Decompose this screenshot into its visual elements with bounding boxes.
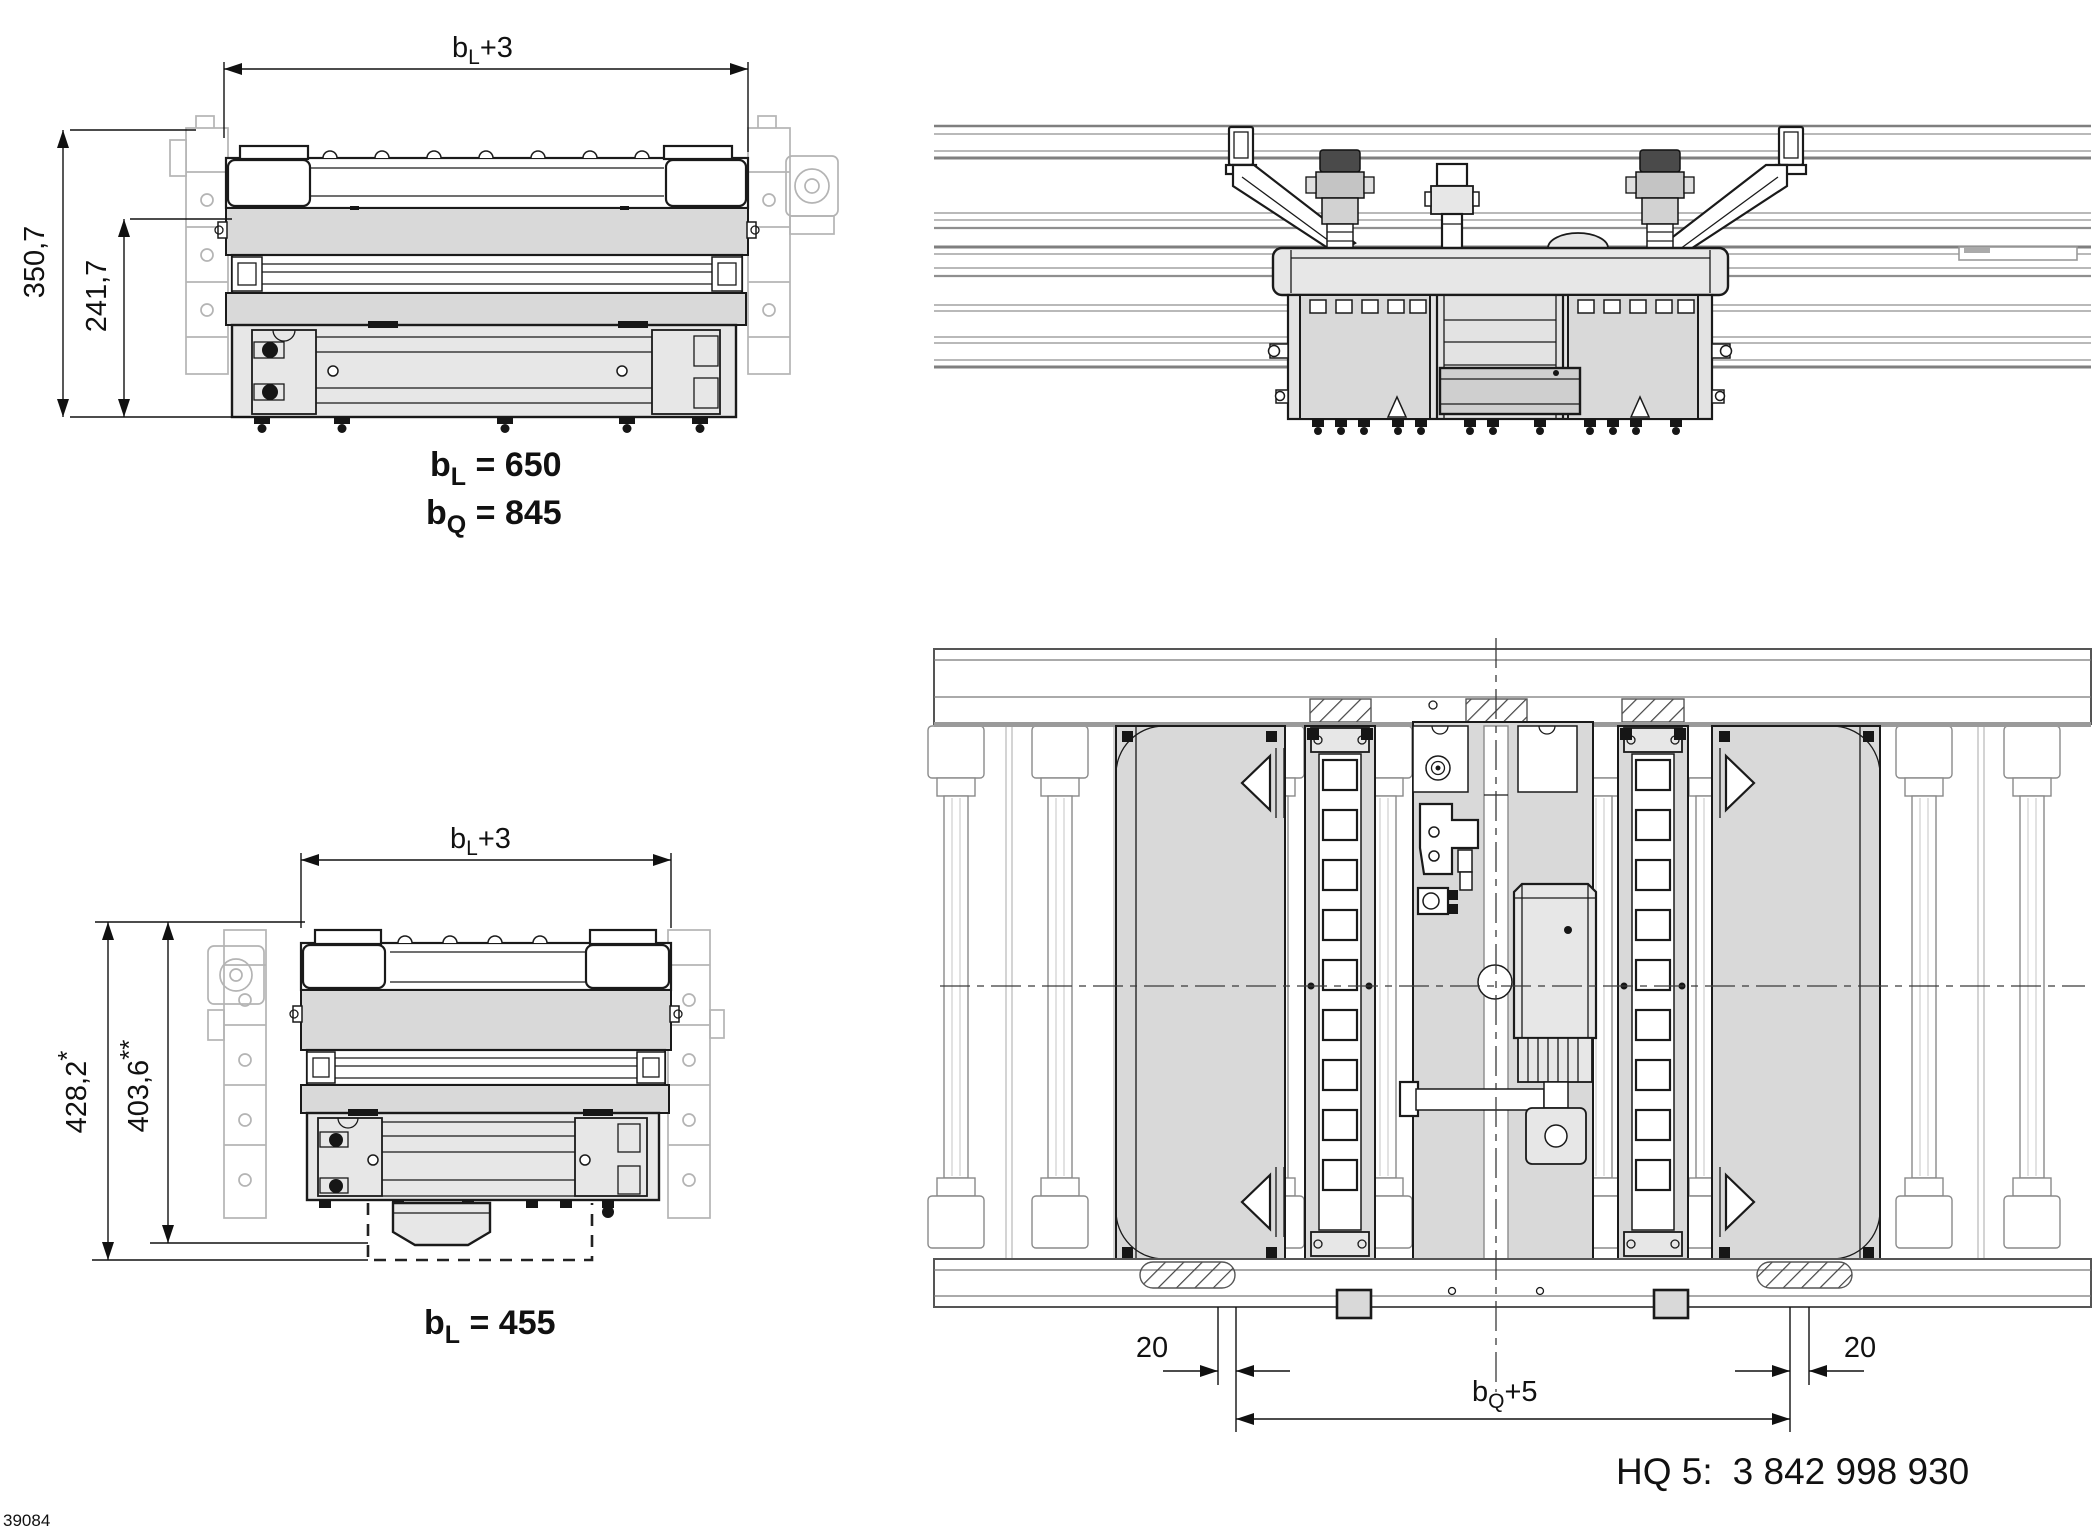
lift-unit-side xyxy=(1267,232,1733,435)
label-base: b xyxy=(426,494,447,532)
label-base: b xyxy=(424,1304,445,1342)
dim-bl3-text: bL+3 xyxy=(452,32,513,69)
unit-center-components xyxy=(1398,755,1598,1165)
label-rest: = 455 xyxy=(460,1304,555,1342)
front-view-650: bL+3 350,7 241,7 bL = 650 bQ = 845 xyxy=(19,32,839,539)
dim-footnote-mark: ** xyxy=(114,1040,144,1060)
dim-width-bl3-455: bL+3 xyxy=(300,823,672,928)
cross-rail-bottom xyxy=(933,1258,2092,1320)
centerlines xyxy=(940,638,2085,1392)
dim-241-7-text: 241,7 xyxy=(81,260,113,333)
dim-base: b xyxy=(450,823,466,855)
label-base: b xyxy=(430,446,451,484)
dim-height-350-7: 350,7 xyxy=(19,129,250,418)
dim-403-6-text: 403,6** xyxy=(114,1040,155,1133)
support-arms xyxy=(1231,163,1789,256)
dim-height-241-7: 241,7 xyxy=(81,218,232,417)
dim-width-bl3-650: bL+3 xyxy=(223,32,749,152)
center-sensor xyxy=(1424,162,1480,252)
dim-base: b xyxy=(452,32,468,64)
dim-base: b xyxy=(1472,1376,1488,1408)
label-sub: L xyxy=(451,463,466,491)
type-label: HQ 5: xyxy=(1616,1451,1713,1492)
machine-front-455 xyxy=(289,928,683,1218)
dim-span-bq5: bQ+5 xyxy=(1236,1376,1790,1425)
label-sub: L xyxy=(445,1321,460,1349)
ghost-profile-right-with-drive xyxy=(747,115,839,375)
dim-gap-right-20: 20 xyxy=(1735,1307,1876,1432)
dim-suffix: +3 xyxy=(478,823,511,855)
profile-label-plate xyxy=(1958,246,2078,261)
stop-gate-cylinders xyxy=(1305,149,1695,253)
label-bl-455: bL = 455 xyxy=(424,1304,556,1349)
dim-428-2-text: 428,2* xyxy=(52,1051,93,1134)
dim-value: 428,2 xyxy=(61,1061,93,1134)
part-number-line: HQ 5: 3 842 998 930 xyxy=(1616,1451,1969,1492)
cross-rail-top xyxy=(933,648,2092,727)
dim-sub: L xyxy=(466,837,478,860)
dim-sub: Q xyxy=(1488,1390,1504,1413)
machine-front-650 xyxy=(214,144,760,433)
ghost-profile-left xyxy=(169,115,229,375)
dim-gap-left-20: 20 xyxy=(1136,1307,1290,1432)
dim-height-428-2: 428,2* xyxy=(52,921,368,1261)
label-rest: = 845 xyxy=(466,494,561,532)
dim-20-right-text: 20 xyxy=(1844,1332,1876,1364)
dim-20-left-text: 20 xyxy=(1136,1332,1168,1364)
dim-value: 403,6 xyxy=(123,1060,155,1133)
front-view-455: bL+3 428,2* 403,6** bL = 455 xyxy=(52,823,725,1349)
dim-bq5-text: bQ+5 xyxy=(1472,1376,1538,1413)
ghost-profile-right xyxy=(667,929,725,1219)
dim-suffix: +5 xyxy=(1504,1376,1537,1408)
label-bl-650: bL = 650 xyxy=(430,446,562,491)
dim-height-403-6: 403,6** xyxy=(114,922,368,1244)
figure-number: 39084 xyxy=(3,1511,50,1530)
dim-sub: L xyxy=(468,46,480,69)
label-sub: Q xyxy=(447,511,466,539)
plan-view: 20 20 bQ+5 xyxy=(927,638,2092,1432)
ghost-profile-left-with-drive xyxy=(207,929,267,1219)
part-number: 3 842 998 930 xyxy=(1733,1451,1970,1492)
dim-bl3-text: bL+3 xyxy=(450,823,511,860)
side-view-conveyor xyxy=(934,124,2091,435)
motor-below xyxy=(391,1201,492,1247)
dim-350-7-text: 350,7 xyxy=(19,226,51,299)
dim-suffix: +3 xyxy=(480,32,513,64)
label-rest: = 650 xyxy=(466,446,561,484)
dim-footnote-mark: * xyxy=(52,1051,82,1061)
label-bq-845: bQ = 845 xyxy=(426,494,562,539)
dashed-envelope xyxy=(366,1203,594,1262)
